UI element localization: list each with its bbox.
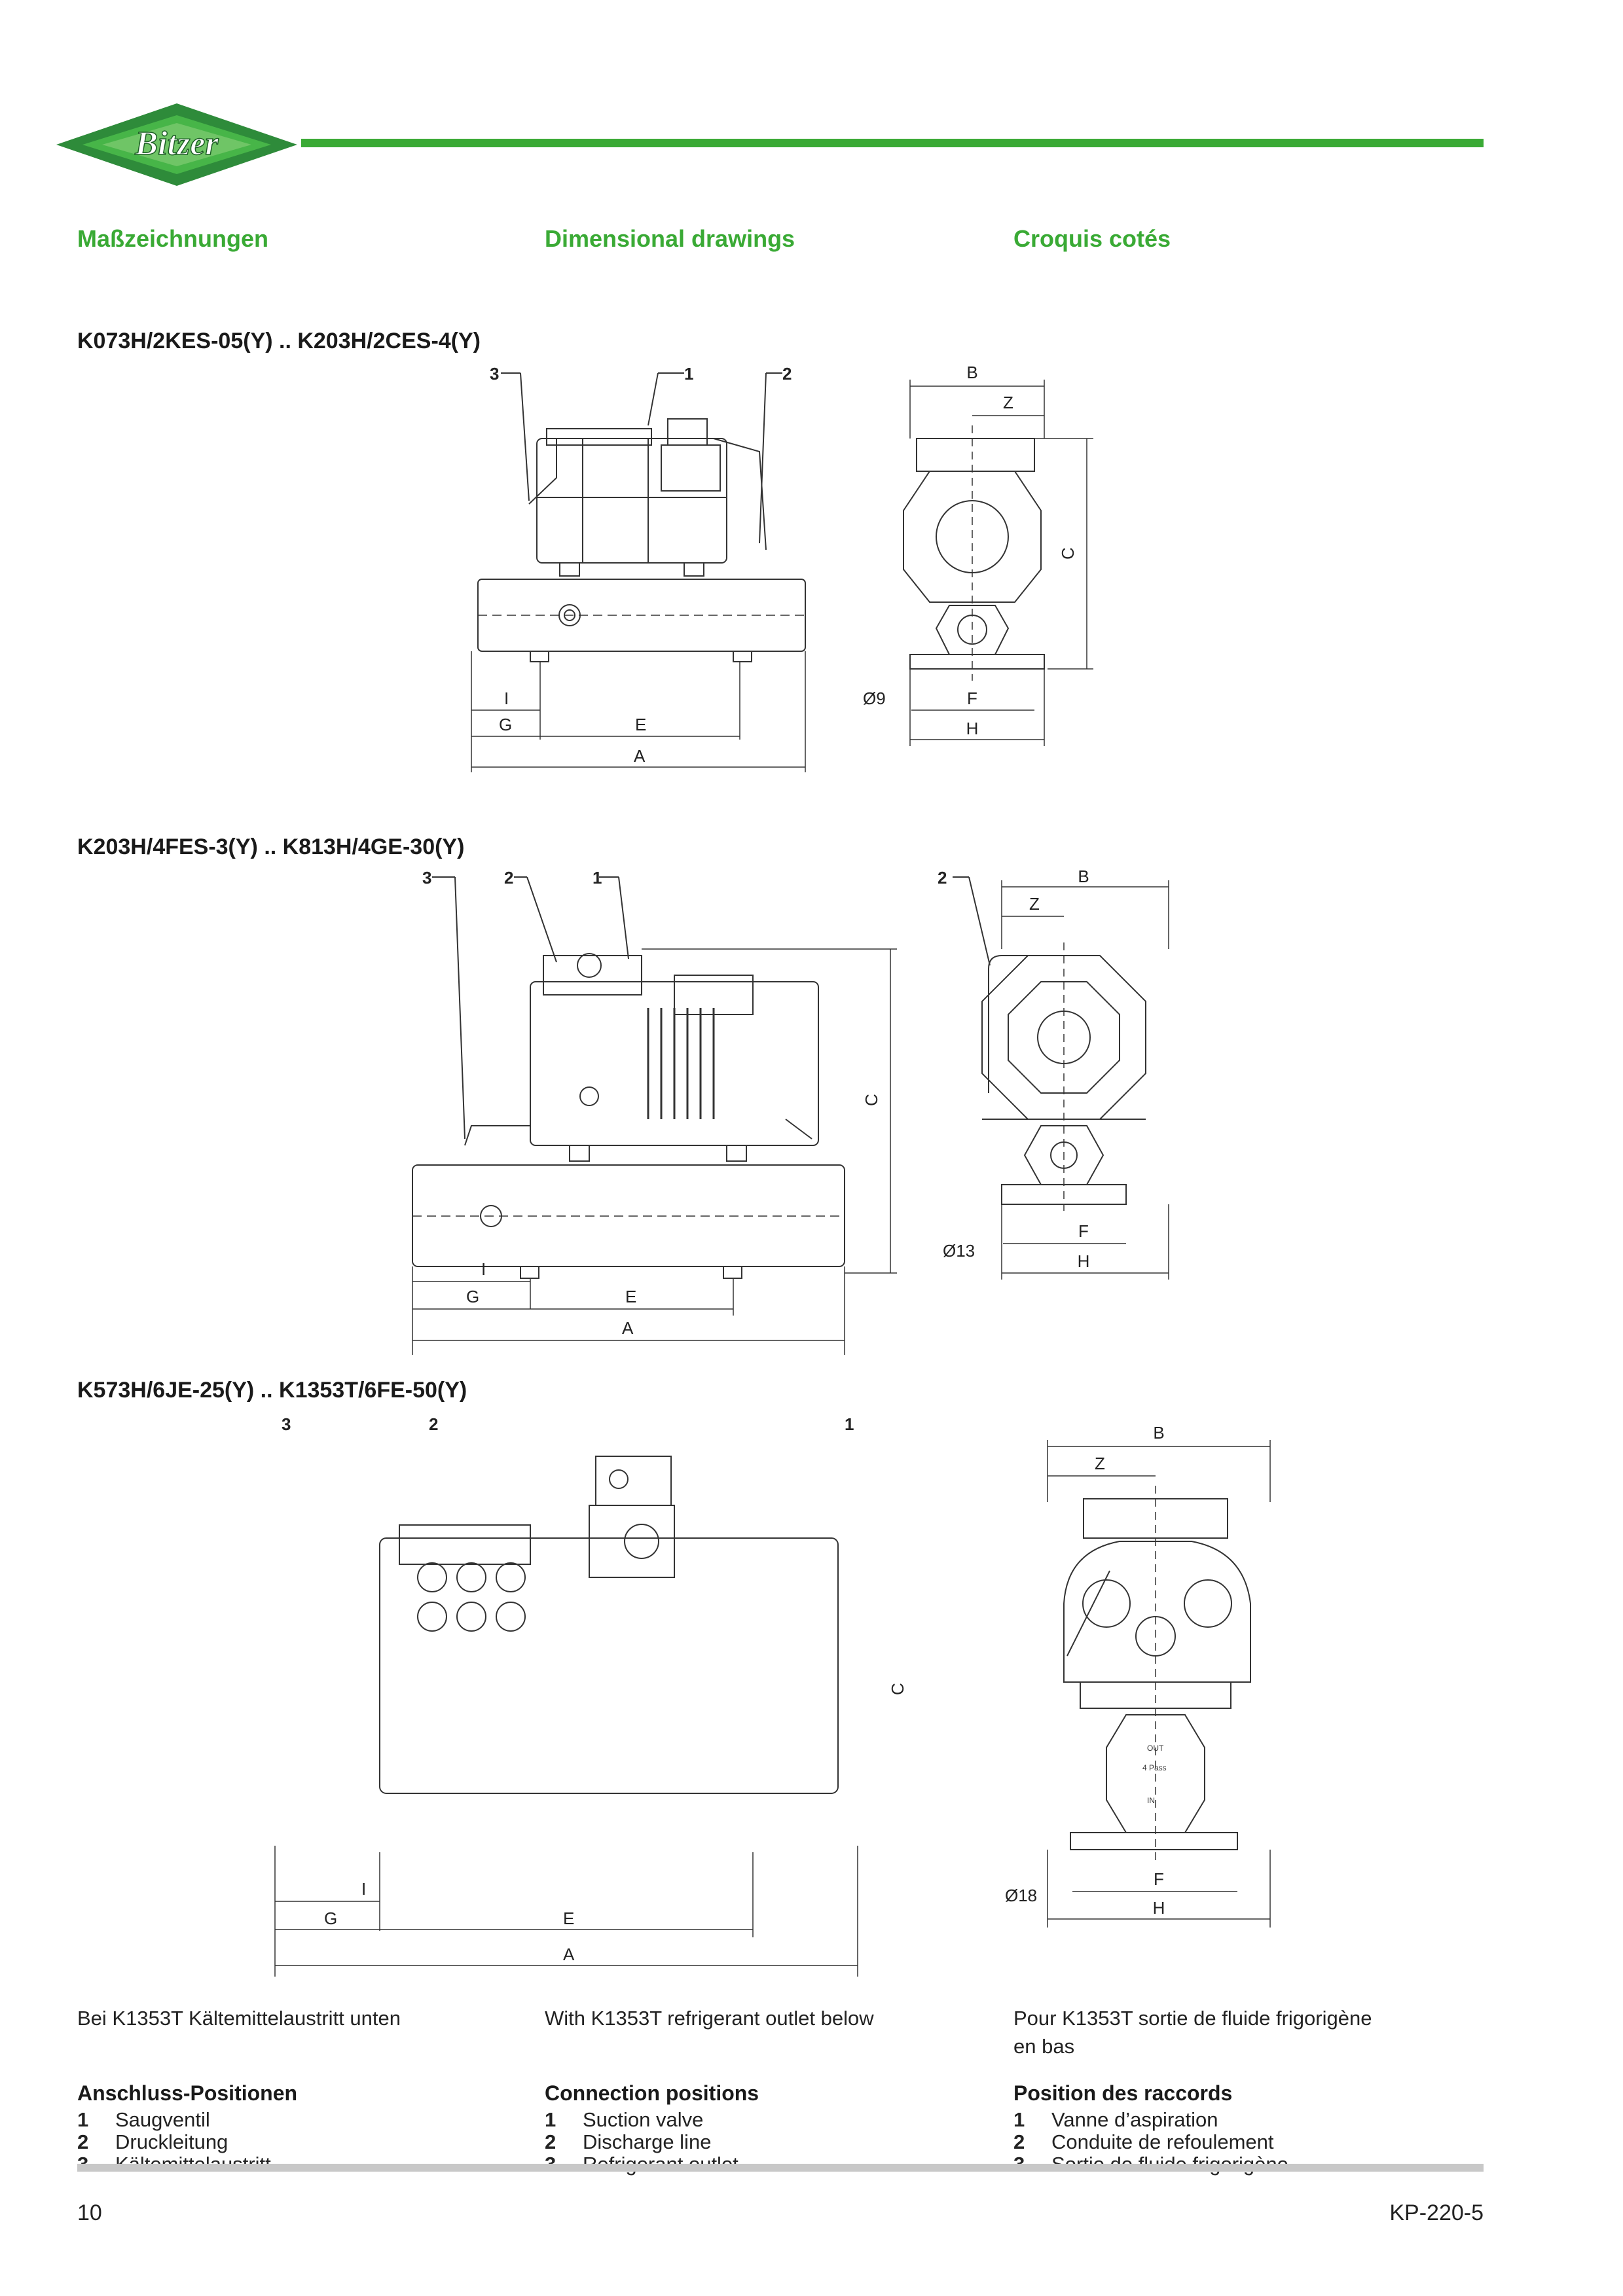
dim-F: F (1078, 1221, 1089, 1241)
note-de: Bei K1353T Kältemittelaustritt unten (77, 2007, 401, 2030)
bitzer-logo: Bitzer (56, 103, 297, 186)
callout-2: 2 (504, 868, 513, 888)
model-title-2: K203H/4FES-3(Y) .. K813H/4GE-30(Y) (77, 834, 465, 859)
page-number: 10 (77, 2200, 102, 2225)
connections-heading-de: Anschluss-Positionen (77, 2081, 298, 2105)
dim-H: H (1078, 1251, 1090, 1271)
legend-text: Saugventil (115, 2108, 210, 2131)
dim-A: A (622, 1318, 634, 1338)
dim-I: I (481, 1259, 486, 1279)
dim-I: I (504, 689, 509, 708)
dim-B: B (966, 363, 977, 382)
header-rule (301, 139, 1484, 147)
dim-bolt-dia: Ø18 (1005, 1886, 1037, 1905)
legend-text: Suction valve (583, 2108, 704, 2131)
side-view-dims-3: I G E A (262, 1846, 890, 1983)
end-callout-2: 2 (938, 868, 947, 888)
connections-heading-en: Connection positions (545, 2081, 759, 2105)
marking-in: IN (1147, 1796, 1155, 1805)
dim-F: F (967, 689, 977, 708)
note-fr-line1: Pour K1353T sortie de fluide frigorigène (1013, 2007, 1372, 2030)
legend-num: 2 (1013, 2130, 1025, 2153)
note-en: With K1353T refrigerant outlet below (545, 2007, 874, 2030)
side-view-drawing-2: 3 2 1 C I G E A (393, 857, 917, 1361)
legend-item: 2 Druckleitung (77, 2131, 271, 2153)
marking-4pass: 4 Pass (1142, 1763, 1167, 1772)
dim-A: A (634, 746, 646, 766)
callout-2: 2 (782, 364, 792, 384)
callout-1: 1 (845, 1414, 854, 1434)
dim-B: B (1078, 867, 1089, 886)
logo-text: Bitzer (134, 125, 219, 162)
legend-item: 1 Vanne d’aspiration (1013, 2109, 1288, 2131)
dim-G: G (466, 1287, 479, 1306)
dim-E: E (635, 715, 646, 734)
dim-C: C (1058, 547, 1078, 560)
end-view-drawing-2: 2 B Z Ø13 F H (936, 857, 1185, 1316)
doc-code: KP-220-5 (1389, 2200, 1484, 2225)
side-view-drawing-3: 3 2 1 C (262, 1407, 943, 1983)
legend-item: 1 Saugventil (77, 2109, 271, 2131)
dim-H: H (1153, 1898, 1165, 1918)
legend-num: 2 (545, 2130, 556, 2153)
legend-num: 2 (77, 2130, 89, 2153)
callout-1: 1 (684, 364, 693, 384)
dim-C: C (862, 1094, 881, 1106)
legend-text: Discharge line (583, 2130, 712, 2153)
heading-de: Maßzeichnungen (77, 225, 269, 252)
legend-num: 1 (1013, 2108, 1025, 2131)
dim-C: C (888, 1683, 907, 1695)
callout-3: 3 (282, 1414, 291, 1434)
heading-en: Dimensional drawings (545, 225, 795, 252)
callout-1: 1 (593, 868, 602, 888)
dim-Z: Z (1029, 894, 1040, 914)
connections-heading-fr: Position des raccords (1013, 2081, 1233, 2105)
legend-text: Druckleitung (115, 2130, 228, 2153)
dim-E: E (563, 1909, 574, 1928)
model-title-3: K573H/6JE-25(Y) .. K1353T/6FE-50(Y) (77, 1378, 467, 1403)
note-fr-line2: en bas (1013, 2035, 1075, 2058)
callout-3: 3 (490, 364, 499, 384)
legend-text: Vanne d’aspiration (1051, 2108, 1218, 2131)
dim-F: F (1154, 1869, 1164, 1889)
note-fr: Pour K1353T sortie de fluide frigorigène… (1013, 2004, 1372, 2060)
model-title-1: K073H/2KES-05(Y) .. K203H/2CES-4(Y) (77, 329, 481, 353)
callout-3: 3 (422, 868, 431, 888)
legend-num: 1 (77, 2108, 89, 2131)
heading-fr: Croquis cotés (1013, 225, 1171, 252)
dim-Z: Z (1095, 1454, 1105, 1473)
dim-A: A (563, 1945, 575, 1964)
side-view-drawing-1: 3 1 2 I G E A (452, 353, 831, 792)
dim-I: I (361, 1879, 366, 1899)
legend-item: 1 Suction valve (545, 2109, 739, 2131)
legend-item: 2 Conduite de refoulement (1013, 2131, 1288, 2153)
end-view-drawing-3: OUT 4 Pass IN B Z Ø18 F H (995, 1407, 1309, 1950)
dim-G: G (324, 1909, 337, 1928)
legend-item: 2 Discharge line (545, 2131, 739, 2153)
dim-G: G (499, 715, 512, 734)
dim-B: B (1153, 1423, 1164, 1443)
legend-num: 1 (545, 2108, 556, 2131)
end-view-drawing-1: B Z C Ø9 F H (851, 353, 1113, 753)
dim-H: H (966, 719, 979, 738)
dim-E: E (625, 1287, 636, 1306)
legend-text: Conduite de refoulement (1051, 2130, 1274, 2153)
callout-2: 2 (429, 1414, 438, 1434)
dim-bolt-dia: Ø9 (863, 689, 886, 708)
dim-Z: Z (1003, 393, 1013, 412)
footer-rule (77, 2164, 1484, 2172)
dim-bolt-dia: Ø13 (943, 1241, 975, 1261)
